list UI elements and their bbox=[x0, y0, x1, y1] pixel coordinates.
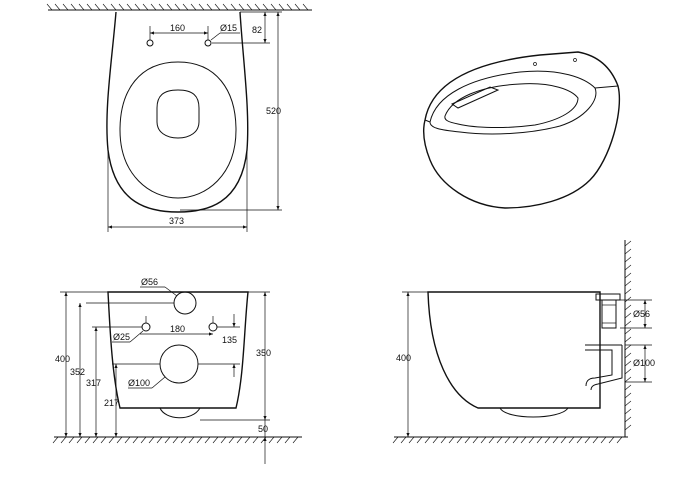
dim-bolt-diameter-label: Ø25 bbox=[113, 332, 130, 342]
bowl-body-side bbox=[427, 291, 601, 409]
dim-outlet-height-label: 217 bbox=[104, 398, 119, 408]
dim-bolt-spacing-label: 180 bbox=[170, 324, 185, 334]
seat-opening bbox=[156, 89, 200, 139]
dim-outlet-diameter-label: Ø100 bbox=[128, 378, 150, 388]
bolt-hole-right-front bbox=[208, 322, 218, 332]
dim-bolt-to-outlet-label: 135 bbox=[222, 335, 237, 345]
dim-height-side-label: 400 bbox=[396, 353, 411, 363]
dim-inlet-diameter-side-label: Ø56 bbox=[633, 309, 650, 319]
inlet-hole-front bbox=[173, 291, 197, 315]
mounting-hole-right bbox=[204, 39, 212, 47]
outlet-hole-front bbox=[159, 344, 199, 384]
dim-length-label: 520 bbox=[266, 106, 281, 116]
dim-bolt-height-label: 317 bbox=[86, 378, 101, 388]
hole-3d-left bbox=[533, 62, 537, 66]
rim-inner-3d bbox=[444, 83, 579, 129]
front-view: Ø56 180 Ø25 135 Ø100 400 352 317 217 bbox=[52, 277, 302, 464]
bowl-foot-side bbox=[499, 407, 569, 418]
bowl-body-front bbox=[107, 291, 249, 409]
seat-outline bbox=[119, 61, 237, 199]
perspective-view bbox=[422, 51, 621, 209]
wall-hatch bbox=[46, 3, 309, 11]
side-view: 400 Ø56 Ø100 bbox=[392, 240, 655, 444]
top-view: 160 Ø15 82 520 373 bbox=[46, 3, 312, 232]
bolt-hole-left-front bbox=[141, 322, 151, 332]
dim-base-gap-label: 50 bbox=[258, 424, 268, 434]
bowl-body-3d bbox=[422, 51, 621, 209]
dim-outlet-diameter-side-label: Ø100 bbox=[633, 358, 655, 368]
rim-outer-3d bbox=[429, 70, 597, 135]
dim-hole-diameter-label: Ø15 bbox=[220, 23, 237, 33]
dim-hole-offset-label: 82 bbox=[252, 25, 262, 35]
flush-slot-3d bbox=[450, 86, 500, 109]
dim-inlet-diameter-label: Ø56 bbox=[141, 277, 158, 287]
dim-inlet-height-label: 352 bbox=[70, 367, 85, 377]
inlet-pipe-side bbox=[601, 299, 617, 329]
hole-3d-right bbox=[573, 58, 577, 62]
dim-width-label: 373 bbox=[169, 216, 184, 226]
bowl-outline-top bbox=[106, 11, 249, 213]
mounting-hole-left bbox=[146, 39, 154, 47]
dim-total-height-label: 400 bbox=[55, 354, 70, 364]
dim-body-height-label: 350 bbox=[256, 348, 271, 358]
dim-hole-spacing-label: 160 bbox=[170, 23, 185, 33]
bowl-foot-front bbox=[159, 407, 201, 419]
outlet-pipe-side bbox=[585, 344, 623, 391]
